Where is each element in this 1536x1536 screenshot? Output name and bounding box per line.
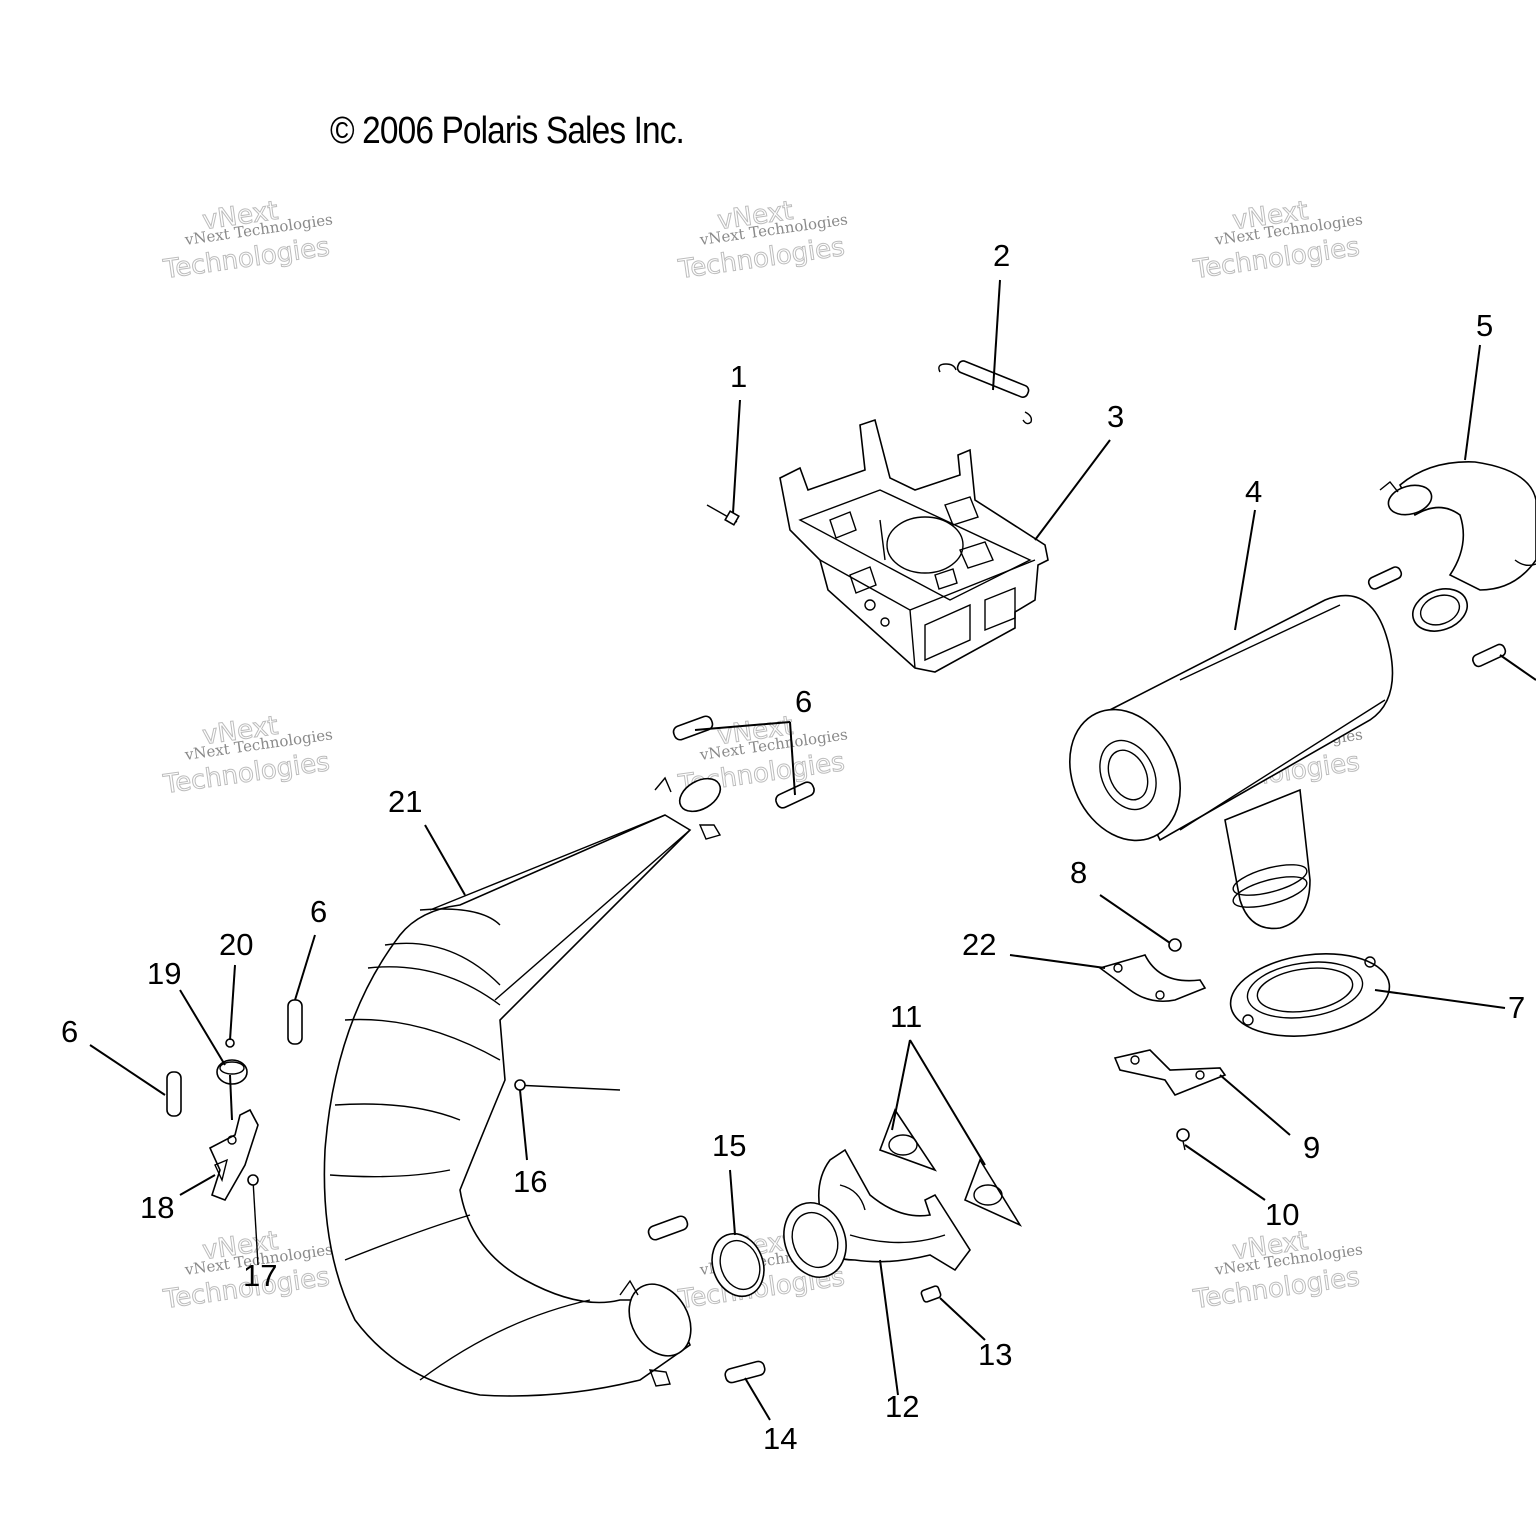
part-flange-gasket-b — [963, 1158, 1023, 1227]
watermark: vNext vNext Technologies Technologies — [675, 195, 848, 285]
leader-lines — [89, 279, 1536, 1421]
callout-11: 11 — [890, 999, 922, 1034]
watermark: vNext vNext Technologies Technologies — [1190, 1225, 1363, 1315]
callout-18: 18 — [140, 1190, 174, 1225]
part-expansion-chamber — [323, 776, 722, 1397]
part-curved-pipe — [1379, 461, 1536, 632]
callout-1: 1 — [730, 359, 747, 394]
callout-9: 9 — [1303, 1130, 1320, 1165]
callout-13: 13 — [978, 1337, 1012, 1372]
part-sensor-rod — [514, 1079, 621, 1091]
callout-2: 2 — [993, 238, 1010, 273]
callout-6: 6 — [61, 1014, 78, 1049]
part-muffler — [1069, 594, 1394, 930]
part-spring-e — [287, 999, 303, 1045]
part-spring-f — [166, 1071, 182, 1117]
callout-7: 7 — [1508, 990, 1525, 1025]
callout-12: 12 — [885, 1389, 919, 1424]
callout-17: 17 — [243, 1258, 277, 1293]
callout-8: 8 — [1070, 855, 1087, 890]
part-washer — [216, 1059, 248, 1085]
part-exhaust-manifold — [783, 1148, 971, 1278]
callout-21: 21 — [388, 784, 422, 819]
callout-19: 19 — [147, 956, 181, 991]
part-spring-g — [647, 1215, 689, 1241]
watermark: vNext vNext Technologies Technologies — [160, 710, 333, 800]
callout-5: 5 — [1476, 308, 1493, 343]
part-mount-bracket — [779, 418, 1049, 673]
callout-4: 4 — [1245, 474, 1262, 509]
part-manifold-bolt — [920, 1285, 942, 1303]
callout-20: 20 — [219, 927, 253, 962]
callout-14: 14 — [763, 1421, 797, 1456]
callout-16: 16 — [513, 1164, 547, 1199]
watermark: vNext vNext Technologies Technologies — [1190, 195, 1363, 285]
part-nut — [1168, 938, 1182, 952]
part-pin — [706, 504, 740, 526]
callout-labels: 1 2 3 4 5 6 6 6 7 8 9 10 11 12 13 14 15 … — [61, 238, 1525, 1456]
part-spring-c — [672, 715, 714, 741]
part-bolt — [1176, 1128, 1190, 1151]
part-seal-ring — [711, 1232, 765, 1298]
callout-22: 22 — [962, 927, 996, 962]
part-hanger-bracket — [208, 1108, 259, 1201]
watermark: vNext vNext Technologies Technologies — [160, 195, 333, 285]
part-mounting-plate — [1098, 954, 1207, 1003]
callout-10: 10 — [1265, 1197, 1299, 1232]
part-hanger-screw — [247, 1174, 259, 1266]
part-spring-long — [938, 360, 1033, 425]
part-spring-b — [1471, 643, 1507, 668]
part-grommet — [225, 1038, 235, 1048]
copyright-notice: © 2006 Polaris Sales Inc. — [330, 110, 685, 152]
callout-15: 15 — [712, 1128, 746, 1163]
part-flange-gasket-a — [878, 1108, 938, 1172]
callout-6: 6 — [310, 894, 327, 929]
part-gasket-ring — [1229, 953, 1391, 1037]
part-spring-a — [1367, 566, 1403, 590]
callout-6: 6 — [795, 684, 812, 719]
part-small-bracket — [1113, 1049, 1227, 1096]
part-spring-h — [724, 1360, 766, 1384]
callout-3: 3 — [1107, 399, 1124, 434]
